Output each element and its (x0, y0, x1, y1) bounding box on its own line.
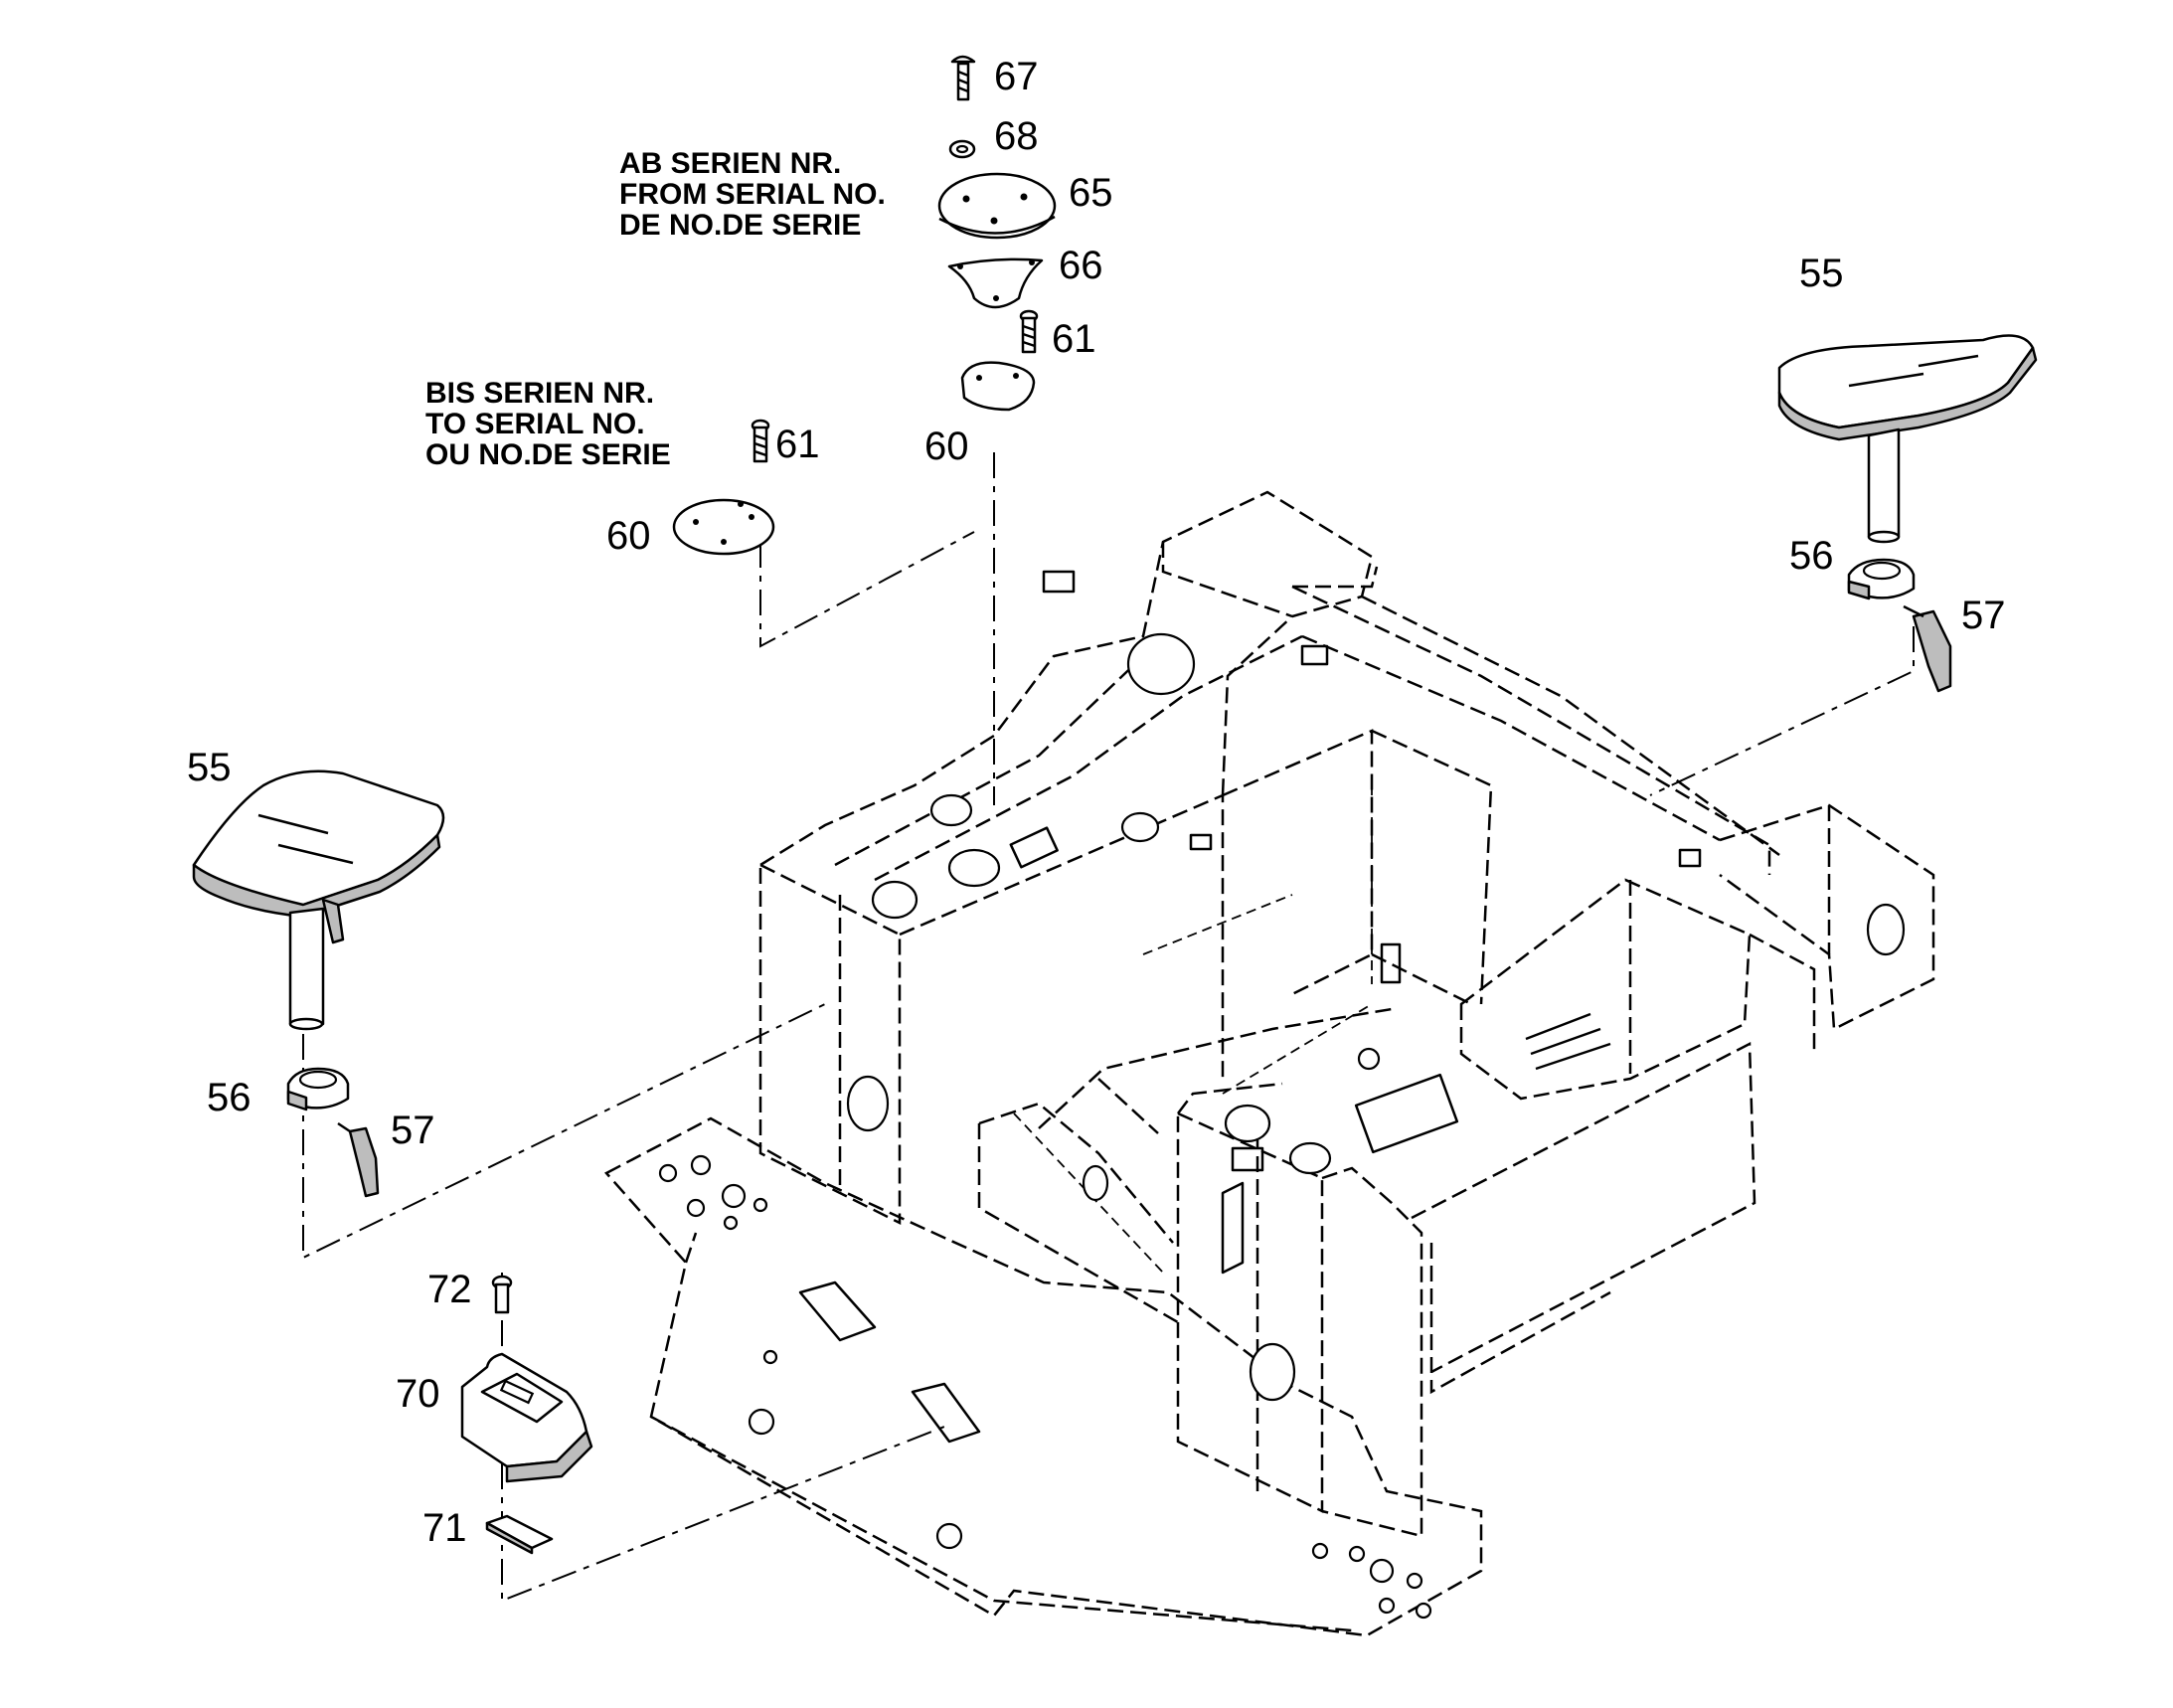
callout-55-right: 55 (1799, 252, 1844, 295)
callout-56-right: 56 (1789, 534, 1834, 578)
callout-61-old: 61 (775, 423, 820, 466)
callout-numbers: 67 68 65 66 61 60 61 60 55 56 57 55 56 5… (187, 55, 2006, 1550)
callout-72: 72 (427, 1268, 472, 1311)
callout-61-new: 61 (1052, 317, 1096, 361)
main-frame (604, 490, 1935, 1637)
clamp-56-right-icon (1847, 558, 1916, 600)
note-from-line-1: AB SERIEN NR. (619, 147, 841, 180)
screw-72-icon (491, 1275, 513, 1314)
callout-60-new: 60 (924, 425, 969, 468)
lever-57-left-icon (337, 1121, 380, 1198)
callout-57-right: 57 (1961, 594, 2006, 637)
note-from-line-2: FROM SERIAL NO. (619, 178, 886, 211)
plate-60-new (960, 361, 1036, 412)
callout-68: 68 (994, 114, 1039, 158)
armrest-right (1777, 334, 2038, 544)
screw-67-icon (950, 55, 976, 101)
note-to-line-1: BIS SERIEN NR. (425, 377, 654, 410)
callout-55-left: 55 (187, 746, 232, 789)
serial-note-from: AB SERIEN NR. FROM SERIAL NO. DE NO.DE S… (619, 147, 886, 242)
screw-61-new-icon (1019, 309, 1039, 354)
plate-60-old (672, 498, 775, 556)
callout-67: 67 (994, 55, 1039, 98)
hatch-assembly-new (937, 55, 1057, 412)
frame-holes (846, 570, 1906, 1402)
callout-65: 65 (1069, 171, 1113, 215)
callout-70: 70 (396, 1372, 440, 1416)
hatch-assembly-old (672, 419, 775, 556)
callout-57-left: 57 (391, 1109, 435, 1152)
bracket-70 (460, 1352, 593, 1483)
plate-71 (485, 1514, 554, 1555)
callout-71: 71 (422, 1506, 467, 1550)
note-to-line-3: OU NO.DE SERIE (425, 438, 671, 471)
armrest-left (192, 769, 445, 1031)
lever-57-right-icon (1903, 604, 1952, 693)
note-from-line-3: DE NO.DE SERIE (619, 209, 861, 242)
callout-66: 66 (1059, 244, 1103, 287)
note-to-line-2: TO SERIAL NO. (425, 408, 645, 440)
callout-56-left: 56 (207, 1076, 251, 1119)
callout-60-old: 60 (606, 514, 651, 558)
base-plate-holes (658, 1154, 1432, 1620)
serial-note-to: BIS SERIEN NR. TO SERIAL NO. OU NO.DE SE… (425, 377, 671, 471)
screw-61-old-icon (751, 419, 770, 463)
bracket-66 (947, 257, 1044, 309)
cover-disc-65 (937, 172, 1057, 240)
clamp-56-left-icon (286, 1067, 350, 1111)
